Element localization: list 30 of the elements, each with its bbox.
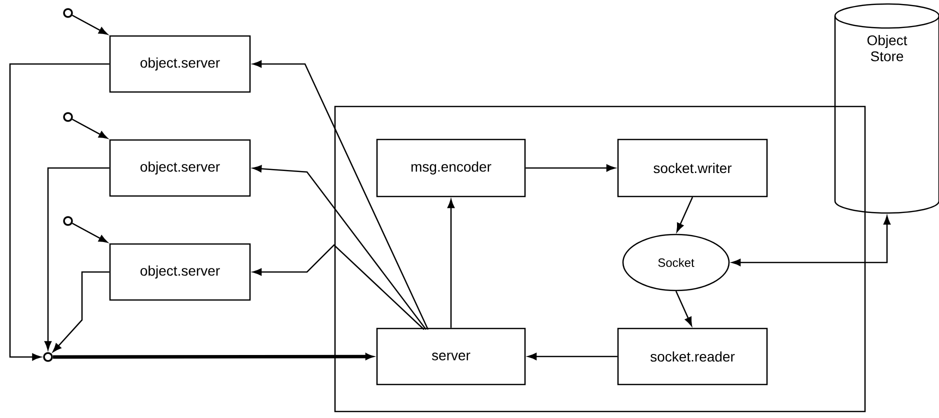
process-box: socket.writer — [617, 138, 768, 198]
arrow — [44, 167, 110, 350]
port-circle — [63, 216, 73, 226]
arrow — [52, 353, 373, 360]
process-box: object.server — [109, 243, 251, 301]
container-box — [334, 106, 866, 412]
arrow — [675, 290, 692, 326]
arrow — [52, 271, 110, 352]
arrow — [732, 216, 891, 266]
arrow — [676, 196, 694, 232]
process-box: object.server — [109, 35, 251, 93]
arrow — [447, 199, 455, 328]
port-circle — [63, 8, 73, 18]
arrow — [72, 14, 108, 35]
arrow — [9, 63, 110, 361]
arrow — [526, 164, 616, 172]
arrow — [72, 118, 108, 139]
arrow — [252, 60, 429, 330]
process-box: object.server — [109, 139, 251, 197]
process-box: socket.reader — [617, 328, 768, 386]
arrow — [252, 244, 424, 330]
arrow — [72, 222, 108, 243]
arrow — [252, 165, 427, 330]
storage-cylinder: Object Store — [834, 3, 939, 214]
process-box: msg.encoder — [376, 138, 526, 198]
arrow — [528, 352, 618, 360]
junction-circle — [43, 352, 53, 362]
port-circle — [63, 112, 73, 122]
process-box: server — [376, 328, 526, 386]
node-label: Object Store — [867, 34, 908, 62]
